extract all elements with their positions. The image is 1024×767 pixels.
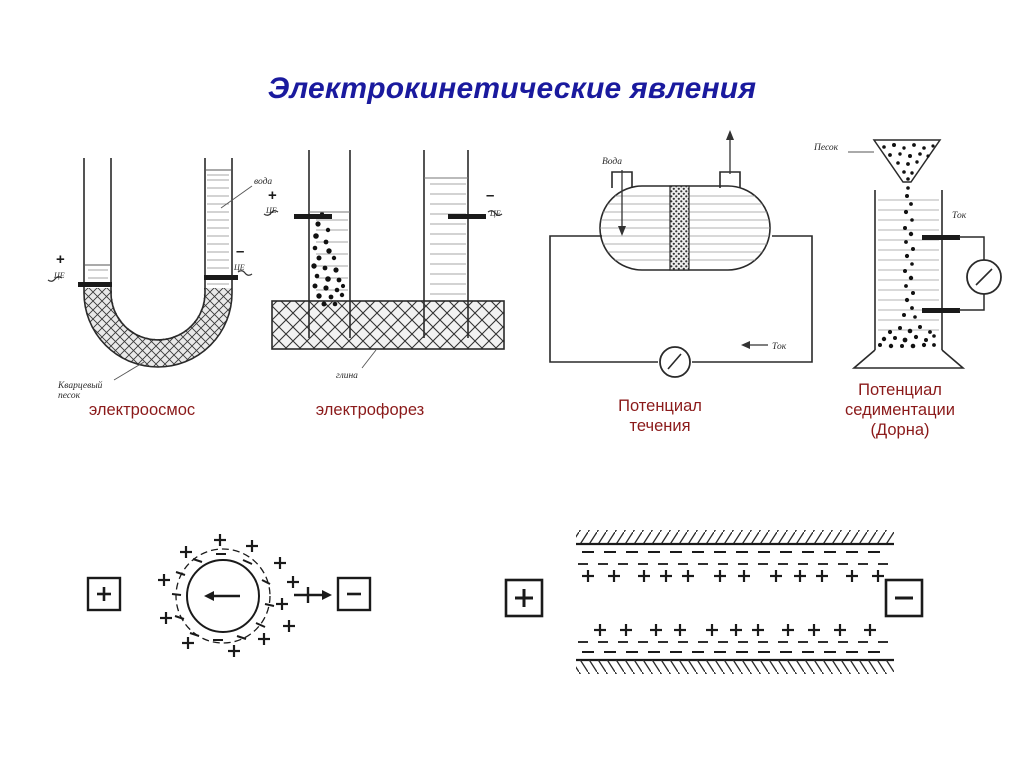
quartz-sand-fill [84,288,232,367]
wire-squiggle-right: ЦЕ [233,263,245,272]
caption-sedimentation-line3: (Дорна) [870,421,930,439]
funnel [872,139,942,183]
figure-electrophoresis: + ЦЕ [258,138,523,398]
water-lines-tube-right [430,183,466,295]
wire-squiggle-right: ЦЕ [489,209,501,218]
electrode-upper [922,235,960,240]
minus-sign-label: – [236,243,244,260]
galvanometer [966,259,1002,295]
tube-right: – ЦЕ [423,150,503,338]
figure-streaming-potential: Вода Ток [540,130,830,390]
counter-ion-drift-arrow [294,587,332,603]
inner-layer-minus-signs [171,553,275,641]
water-label: Вода [602,156,622,167]
anode-electrode [86,576,122,612]
electrode-positive: + ЦЕ [263,187,332,219]
plus-sign-label: + [56,251,65,268]
capillary-wall-bottom [576,624,894,674]
u-tube-walls [83,158,233,368]
plus-sign-label: + [268,187,277,204]
anode-electrode [504,578,544,618]
measuring-circuit [959,236,985,311]
galvanometer [659,346,691,378]
caption-electrophoresis: электрофорез [315,401,425,419]
caption-sedimentation-line2: седиментации [845,401,955,419]
capillary-wall-top [576,530,894,582]
counter-ions-top [582,570,884,582]
clay-base [271,300,505,350]
funnel-sand-grains [882,143,935,181]
current-label: Ток [952,211,967,221]
electrode-negative: – ЦЕ [204,243,253,280]
caption-electroosmosis: электроосмос [88,401,196,419]
clay-callout: глина [336,349,377,381]
u-tube-vessel: + ЦЕ – ЦЕ вода Кварцевый [47,158,272,401]
figure-particle-double-layer [80,518,380,703]
current-label: Ток [772,342,787,352]
caption-sedimentation-line1: Потенциал [858,381,942,399]
water-lines-tube-left [316,219,348,291]
water-inlet: Вода [602,156,626,236]
quartz-sand-label-line1: Кварцевый [57,380,103,391]
water-label: вода [254,176,272,187]
figure-capillary-double-layer [498,518,928,693]
current-callout: Ток [741,341,787,352]
cathode-electrode [336,576,372,612]
electrode-positive: + ЦЕ [47,251,112,287]
water-lines-right [207,174,229,285]
colloid-particle-core [186,559,260,633]
wire-squiggle-left: ЦЕ [265,206,277,215]
water-outlet [726,130,734,174]
measuring-circuit [549,235,813,363]
electrode-lower [922,308,960,313]
minus-sign-label: – [486,187,494,204]
electrode-negative: – ЦЕ [448,187,503,219]
colloid-particles [311,212,346,307]
clay-label: глина [336,371,358,381]
water-callout: вода [220,176,272,209]
sedimentation-cylinder [851,186,966,369]
counter-ions-bottom [594,624,876,636]
porous-diaphragm [669,185,690,271]
settling-sand-grains [878,186,936,349]
quartz-sand-callout: Кварцевый песок [57,361,145,401]
wire-squiggle-left: ЦЕ [53,271,65,280]
capsule-vessel [599,171,771,271]
caption-sedimentation-potential: Потенциал седиментации (Дорна) [800,380,1000,440]
figure-sedimentation-potential: Песок [812,128,1017,378]
sand-label: Песок [813,143,839,153]
caption-streaming-potential: Потенциал течения [560,396,760,436]
quartz-sand-label-line2: песок [58,391,81,401]
caption-streaming-line2: течения [629,417,691,435]
figure-electroosmosis: + ЦЕ – ЦЕ вода Кварцевый [47,138,300,401]
caption-streaming-line1: Потенциал [618,397,702,415]
tube-left: + ЦЕ [263,150,351,338]
cathode-electrode [884,578,924,618]
diffuse-layer-plus-signs [158,534,299,657]
inner-layer-ring [171,548,275,644]
page-title: Электрокинетические явления [267,72,757,105]
sand-callout: Песок [813,143,874,153]
